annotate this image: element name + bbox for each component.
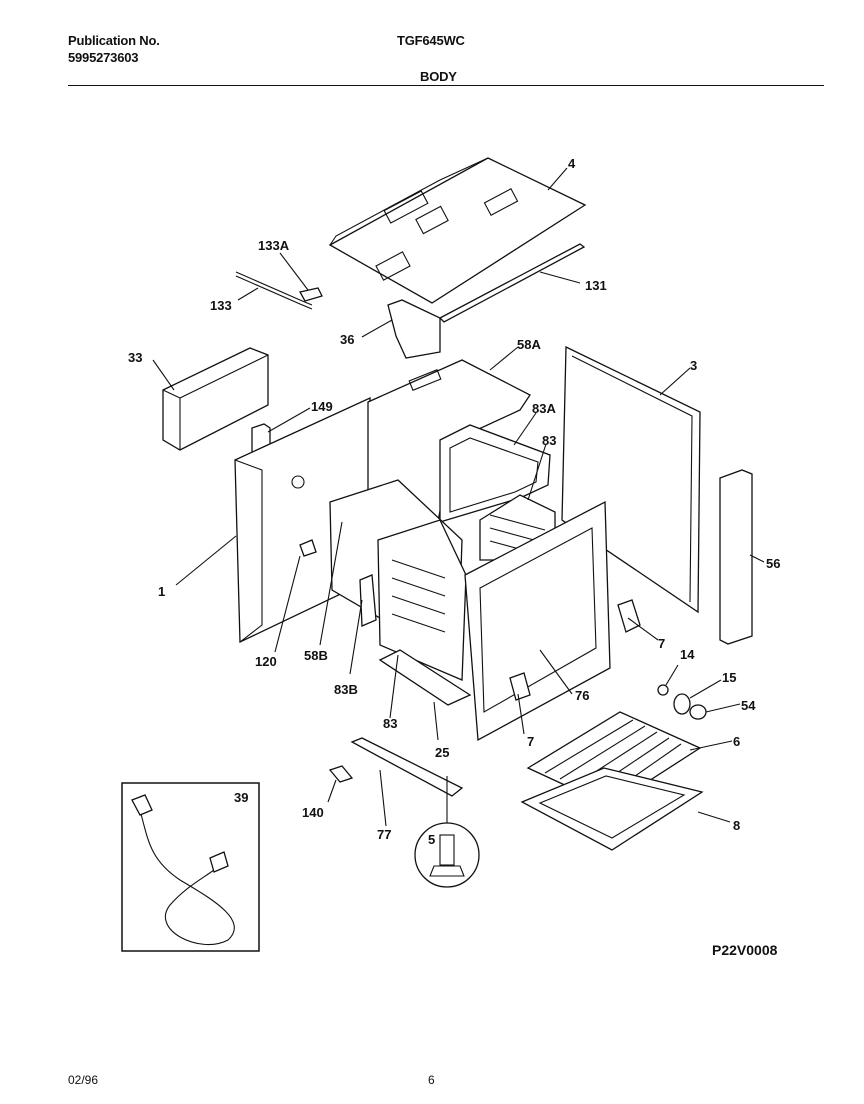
broiler-pan-part: [520, 767, 704, 851]
callout-25: 25: [435, 745, 449, 760]
rack-supports-part: [329, 479, 556, 706]
footer-date: 02/96: [68, 1073, 99, 1087]
duct-part: [387, 299, 441, 359]
clip-part: [328, 765, 354, 783]
bottom-bracket-part: [350, 737, 464, 797]
callout-36: 36: [340, 332, 354, 347]
callout-54: 54: [741, 698, 756, 713]
leveling-leg-detail: [414, 822, 480, 888]
callout-7-top: 7: [658, 636, 665, 651]
section-title: BODY: [420, 69, 457, 84]
callout-83-top: 83: [542, 433, 556, 448]
callout-39: 39: [234, 790, 248, 805]
footer-page-number: 6: [428, 1073, 435, 1087]
callout-120: 120: [255, 654, 277, 669]
publication-number: 5995273603: [68, 50, 139, 65]
callout-133a: 133A: [258, 238, 290, 253]
drawing-code: P22V0008: [712, 942, 778, 958]
front-frame-part: [464, 500, 641, 742]
bracket-part: [235, 271, 323, 310]
rear-panel-part: [561, 345, 701, 614]
callout-83a: 83A: [532, 401, 556, 416]
callout-131: 131: [585, 278, 607, 293]
vertical-trim-part: [719, 469, 753, 645]
callout-58b: 58B: [304, 648, 328, 663]
lens-part: [689, 704, 707, 720]
callout-56: 56: [766, 556, 780, 571]
callout-83-bottom: 83: [383, 716, 397, 731]
power-cord-inset: [121, 782, 260, 952]
callout-3: 3: [690, 358, 697, 373]
callout-83b: 83B: [334, 682, 358, 697]
side-shield-part: [162, 347, 269, 451]
callout-149: 149: [311, 399, 333, 414]
callout-4: 4: [568, 156, 576, 171]
header-rule: [68, 85, 824, 86]
callout-133: 133: [210, 298, 232, 313]
light-bulb-part: [673, 693, 691, 715]
callout-76: 76: [575, 688, 589, 703]
callout-8: 8: [733, 818, 740, 833]
model-number: TGF645WC: [397, 33, 465, 48]
callout-14: 14: [680, 647, 695, 662]
callout-7-bottom: 7: [527, 734, 534, 749]
callout-58a: 58A: [517, 337, 541, 352]
callout-15: 15: [722, 670, 736, 685]
callout-140: 140: [302, 805, 324, 820]
callout-33: 33: [128, 350, 142, 365]
callout-5: 5: [428, 832, 435, 847]
callout-1: 1: [158, 584, 165, 599]
callout-77: 77: [377, 827, 391, 842]
top-trim-strip-part: [438, 243, 586, 323]
leader-lines: [152, 167, 765, 827]
lamp-socket-part: [657, 684, 669, 696]
callout-6: 6: [733, 734, 740, 749]
publication-label: Publication No.: [68, 33, 160, 48]
top-panel-part: [328, 157, 587, 304]
